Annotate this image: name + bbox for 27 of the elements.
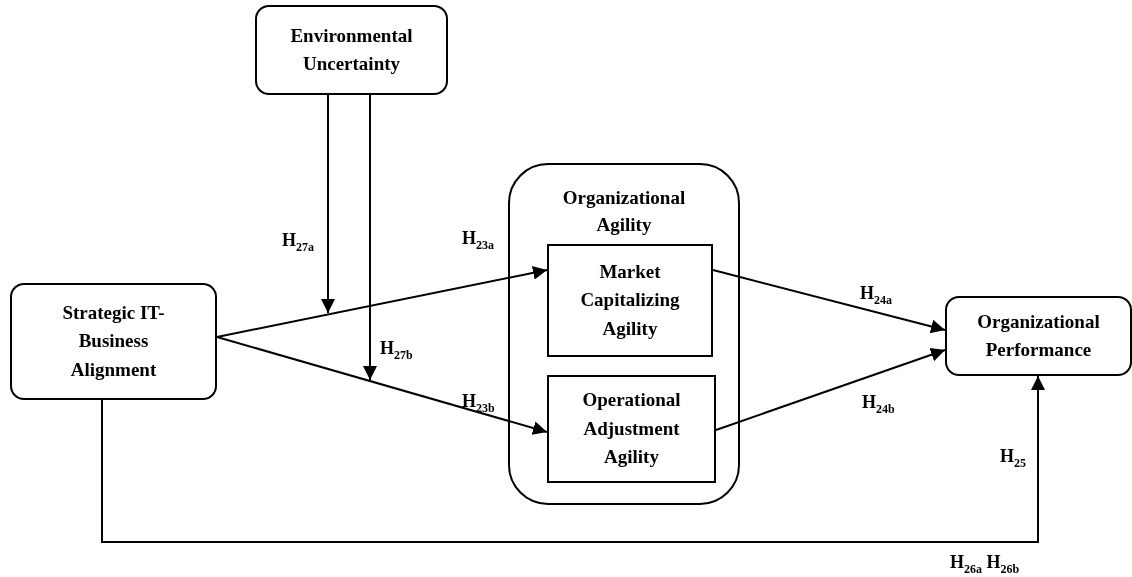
- arrow: [715, 348, 946, 431]
- arrow: [101, 375, 1045, 543]
- construct-label: Organizational Agility: [561, 186, 687, 237]
- arrow: [363, 94, 377, 381]
- construct-box: [945, 296, 1132, 376]
- construct-box: [255, 5, 448, 95]
- construct-label: Organizational Performance: [976, 309, 1101, 362]
- construct-group-box: [508, 163, 740, 505]
- construct-label: Market Capitalizing Agility: [579, 259, 681, 341]
- construct-label: Strategic IT-Business Alignment: [61, 300, 166, 382]
- hypothesis-label: H$_{24b}$: [862, 392, 895, 417]
- hypothesis-label: H$_{24a}$: [860, 283, 892, 308]
- hypothesis-label: H$_{25}$: [1000, 446, 1026, 471]
- arrow: [321, 94, 335, 314]
- arrow: [712, 269, 946, 334]
- construct-box: [547, 244, 713, 357]
- hypothesis-label: H$_{23b}$: [462, 391, 495, 416]
- construct-box: [10, 283, 217, 400]
- arrow: [216, 265, 548, 338]
- hypothesis-label: H$_{26a}$ H$_{26b}$: [950, 552, 1020, 577]
- construct-label: Environmental Uncertainty: [289, 23, 414, 76]
- construct-label: Operational Adjustment Agility: [581, 388, 682, 470]
- hypothesis-label: H$_{23a}$: [462, 228, 494, 253]
- hypothesis-label: H$_{27a}$: [282, 230, 314, 255]
- hypothesis-label: H$_{27b}$: [380, 338, 413, 363]
- construct-box: [547, 375, 716, 483]
- arrow: [216, 336, 548, 435]
